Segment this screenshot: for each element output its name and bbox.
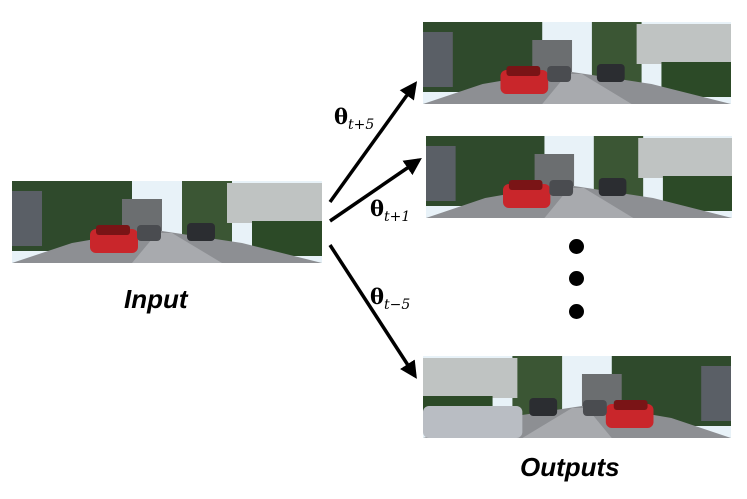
ellipsis-dot xyxy=(569,239,584,254)
output-image-2 xyxy=(426,136,732,218)
arrow-1-label: θt+5 xyxy=(334,104,375,134)
ellipsis-dot xyxy=(569,304,584,319)
arrow-1 xyxy=(328,81,418,204)
outputs-label: Outputs xyxy=(520,452,620,482)
output-image-1 xyxy=(423,22,731,104)
arrow-2-label: θt+1 xyxy=(370,196,411,226)
ellipsis-dot xyxy=(569,271,584,286)
input-label: Input xyxy=(124,284,188,314)
arrow-3-label: θt−5 xyxy=(370,284,411,314)
output-image-3 xyxy=(423,356,731,438)
input-image xyxy=(12,181,322,263)
